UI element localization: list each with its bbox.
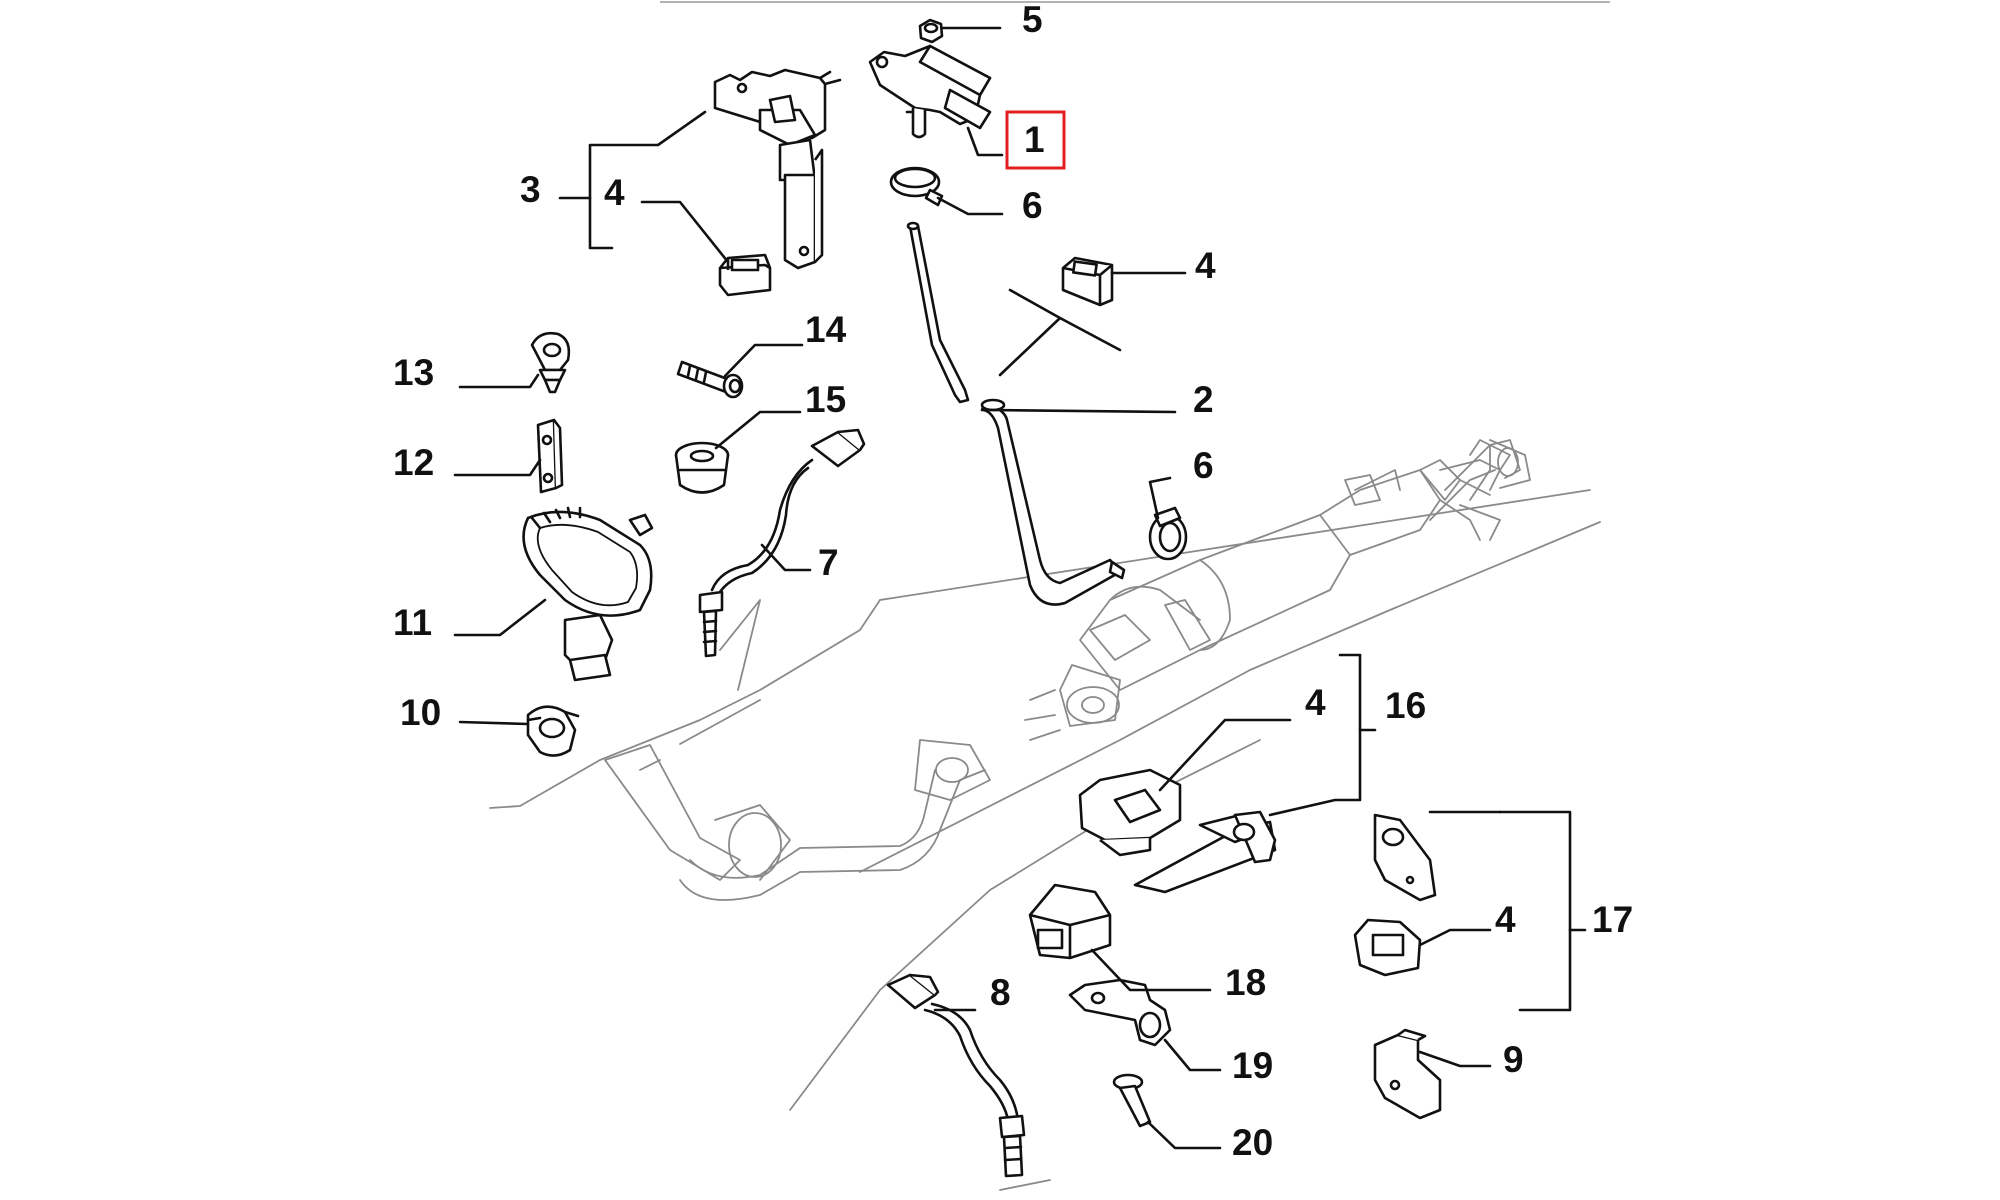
part-4-rubber-mount-b — [1061, 256, 1114, 307]
part-17-bracket — [1373, 813, 1437, 902]
callout-5: 5 — [1022, 0, 1043, 40]
callout-13: 13 — [393, 352, 434, 393]
callout-4: 4 — [1495, 899, 1516, 940]
intermediate-pipe-outline — [1429, 439, 1531, 521]
part-6-hose-clamp-upper — [889, 166, 944, 207]
part-16-support-bracket — [1133, 810, 1277, 894]
part-13-clip — [530, 331, 571, 394]
part-15-bush — [674, 441, 730, 494]
callout-12: 12 — [393, 442, 434, 483]
particulate-filter-outline — [1024, 459, 1501, 741]
part-1-pressure-sensor — [868, 44, 992, 139]
part-14-bolt — [676, 360, 744, 399]
part-12-plate — [536, 418, 564, 494]
part-2-hose — [906, 221, 1126, 606]
part-10-bush — [526, 705, 580, 757]
callout-16: 16 — [1385, 685, 1426, 726]
front-exhaust-pipe-outline — [604, 739, 991, 901]
callout-7: 7 — [818, 542, 839, 583]
part-6-hose-clamp-lower — [1148, 506, 1188, 561]
part-4-rubber-mount-d — [1353, 918, 1422, 977]
callout-2: 2 — [1193, 379, 1214, 420]
callout-3: 3 — [520, 169, 541, 210]
callout-9: 9 — [1503, 1039, 1524, 1080]
part-4-rubber-mount-a — [718, 253, 772, 297]
callout-19: 19 — [1232, 1045, 1273, 1086]
part-8-temperature-sensor — [886, 973, 1026, 1178]
part-3-bracket — [713, 68, 842, 270]
part-20-bolt — [1112, 1073, 1152, 1128]
highlight-box-part-1 — [1005, 110, 1066, 170]
part-5-nut — [918, 18, 944, 44]
callout-4: 4 — [604, 172, 625, 213]
callout-8: 8 — [990, 972, 1011, 1013]
part-9-bracket — [1373, 1028, 1442, 1120]
callout-14: 14 — [805, 309, 847, 350]
part-18-rubber-block — [1028, 883, 1112, 960]
part-7-temperature-sensor — [698, 428, 866, 658]
callout-18: 18 — [1225, 962, 1266, 1003]
callout-17: 17 — [1592, 899, 1633, 940]
callout-20: 20 — [1232, 1122, 1273, 1163]
callout-15: 15 — [805, 379, 846, 420]
part-11-strap-clamp — [522, 506, 654, 682]
callout-10: 10 — [400, 692, 441, 733]
callout-11: 11 — [393, 602, 432, 643]
callout-6: 6 — [1022, 185, 1043, 226]
hose-leader-cross — [998, 288, 1122, 377]
callout-4: 4 — [1195, 245, 1216, 286]
callout-labels: 5 1 6 3 4 4 14 13 15 2 12 6 7 11 4 16 10… — [393, 0, 1633, 1163]
part-4-rubber-mount-c — [1078, 768, 1182, 857]
leader-lines — [453, 26, 1587, 1150]
callout-6: 6 — [1193, 445, 1214, 486]
callout-1: 1 — [1024, 119, 1045, 160]
callout-4: 4 — [1305, 682, 1326, 723]
